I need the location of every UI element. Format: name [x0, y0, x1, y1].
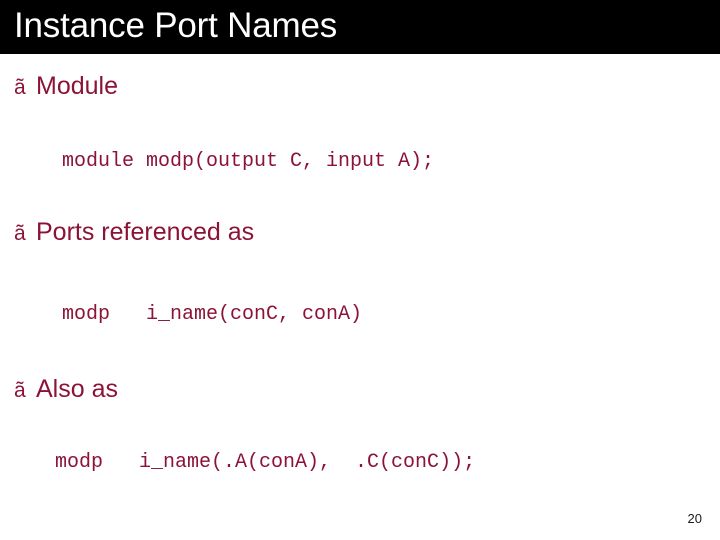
bullet-item-also-as: ã Also as	[14, 377, 118, 402]
bullet-item-module: ã Module	[14, 74, 118, 99]
page-number: 20	[687, 511, 702, 526]
code-snippet-module-declaration: module modp(output C, input A);	[62, 150, 435, 173]
bullet-glyph-icon: ã	[14, 222, 26, 245]
bullet-item-ports-referenced-as: ã Ports referenced as	[14, 220, 254, 245]
bullet-label-module: Module	[36, 72, 118, 100]
title-banner: Instance Port Names	[0, 0, 720, 54]
page-title: Instance Port Names	[14, 6, 338, 45]
bullet-glyph-icon: ã	[14, 379, 26, 402]
code-snippet-named-instantiation: modp i_name(.A(conA), .C(conC));	[55, 451, 476, 474]
bullet-label-also-as: Also as	[36, 375, 118, 403]
slide-body: ã Module module modp(output C, input A);…	[0, 54, 720, 540]
code-snippet-positional-instantiation: modp i_name(conC, conA)	[62, 303, 363, 326]
bullet-label-ports-referenced-as: Ports referenced as	[36, 218, 255, 246]
bullet-glyph-icon: ã	[14, 76, 26, 99]
